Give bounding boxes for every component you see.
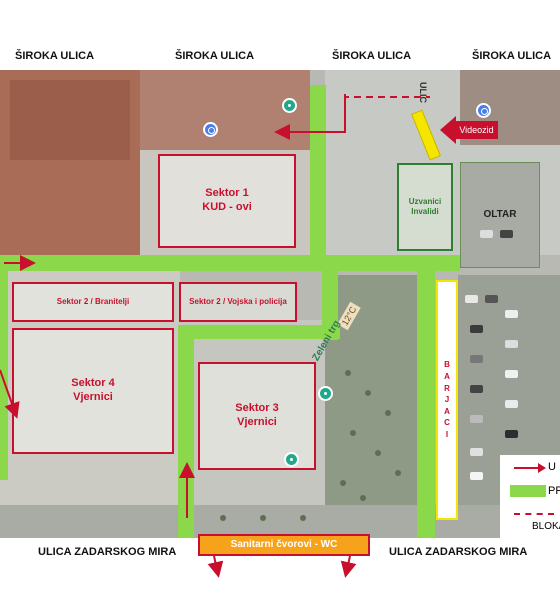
park-tree [395, 470, 401, 476]
vertical-street-label: ULIC [418, 82, 428, 103]
park-tree [385, 410, 391, 416]
altar-box[interactable]: OLTAR [460, 162, 540, 268]
map-overlay [0, 94, 430, 518]
sector-1[interactable]: Sektor 1 KUD - ovi [158, 154, 296, 248]
parked-car [505, 400, 518, 408]
poi-marker[interactable] [203, 122, 218, 137]
parked-car [470, 472, 483, 480]
building-roof-shade [10, 80, 130, 160]
sector-2-branitelji-label: Sektor 2 / Branitelji [56, 297, 130, 306]
parked-car [480, 230, 493, 238]
street-label-bottom-1: ULICA ZADARSKOG MIRA [38, 546, 177, 558]
passage-horizontal-mid [180, 325, 340, 339]
flags-letter-r: R [444, 383, 450, 393]
park-tree [360, 495, 366, 501]
legend-pass-label: PROLA [548, 485, 560, 497]
park-tree [365, 390, 371, 396]
altar-label: OLTAR [483, 208, 517, 220]
wc-arrow-right [340, 555, 357, 578]
sector-1-title: Sektor 1 [205, 187, 249, 200]
park-tree [300, 515, 306, 521]
passage-right-connector [400, 255, 460, 271]
legend-panel: U PROLA BLOKA [500, 455, 560, 540]
flags-letter-c: C [444, 418, 450, 428]
legend-block-label: BLOKA [532, 521, 560, 532]
parked-car [470, 385, 483, 393]
sector-3[interactable]: Sektor 3 Vjernici [198, 362, 316, 470]
street-label-top-4: ŠIROKA ULICA [472, 50, 552, 62]
road-bottom [0, 505, 560, 538]
guests-disabled-title: Uzvanici [408, 197, 442, 206]
sector-3-title: Sektor 3 [235, 402, 279, 415]
passage-diagonal-connector [322, 270, 338, 340]
parked-car [470, 325, 483, 333]
flags-letter-i: I [445, 429, 449, 439]
sector-4[interactable]: Sektor 4 Vjernici [12, 328, 174, 454]
sector-4-sub: Vjernici [73, 391, 113, 403]
flags-area[interactable]: B A R J A C I [436, 280, 458, 520]
poi-marker[interactable] [476, 103, 491, 118]
exit-route-arrow [274, 97, 346, 140]
passage-vertical-mid [178, 325, 194, 538]
parked-car [505, 430, 518, 438]
parked-car [505, 340, 518, 348]
video-wall-arrow [440, 116, 456, 144]
legend-arrow-label: U [548, 461, 556, 473]
sector-2-branitelji[interactable]: Sektor 2 / Branitelji [12, 282, 174, 322]
legend-arrow-icon [514, 463, 546, 473]
passage-vertical-right [417, 270, 435, 538]
flags-letter-b: B [444, 360, 450, 370]
parked-car [470, 355, 483, 363]
sector-2-vojska-label: Sektor 2 / Vojska i policija [189, 297, 287, 306]
passage-horizontal-main [0, 255, 435, 271]
poi-marker-zeleni-trg[interactable] [318, 386, 333, 401]
parked-car [470, 448, 483, 456]
street-label-bottom-2: ULICA ZADARSKOG MIRA [389, 546, 528, 558]
poi-marker[interactable] [282, 98, 297, 113]
parked-car [505, 310, 518, 318]
flags-letter-a: A [444, 372, 450, 382]
poi-marker[interactable] [284, 452, 299, 467]
passage-left-edge [0, 270, 8, 480]
wc-arrow-left [207, 555, 224, 578]
block-dashed-line [344, 94, 430, 98]
park-tree [340, 480, 346, 486]
parked-car [465, 295, 478, 303]
street-label-top-1: ŠIROKA ULICA [15, 50, 95, 62]
sector-1-sub: KUD - ovi [202, 201, 252, 213]
street-label-top-2: ŠIROKA ULICA [175, 50, 255, 62]
sector-2-vojska[interactable]: Sektor 2 / Vojska i policija [179, 282, 297, 322]
park-tree [260, 515, 266, 521]
park-tree [220, 515, 226, 521]
flags-letter-j: J [444, 395, 450, 405]
parked-car [500, 230, 513, 238]
sector-3-sub: Vjernici [237, 416, 277, 428]
flags-letter-a2: A [444, 406, 450, 416]
guests-disabled-sub: Invalidi [411, 207, 439, 216]
park-tree [345, 370, 351, 376]
parked-car [470, 415, 483, 423]
exit-arrow-diagonal [0, 369, 20, 419]
video-wall-label: Videozid [455, 121, 498, 139]
sanitary-wc-box[interactable]: Sanitarni čvorovi - WC [198, 534, 370, 556]
map-area[interactable]: Sektor 1 KUD - ovi Sektor 2 / Branitelji… [0, 70, 560, 538]
park-tree [350, 430, 356, 436]
park-tree [375, 450, 381, 456]
sanitary-wc-label: Sanitarni čvorovi - WC [230, 539, 338, 550]
guests-disabled-box[interactable]: Uzvanici Invalidi [397, 163, 453, 251]
parked-car [505, 370, 518, 378]
legend-block-swatch [514, 513, 554, 515]
legend-pass-swatch [510, 485, 546, 497]
parked-car [485, 295, 498, 303]
street-label-top-3: ŠIROKA ULICA [332, 50, 412, 62]
sector-4-title: Sektor 4 [71, 377, 115, 390]
